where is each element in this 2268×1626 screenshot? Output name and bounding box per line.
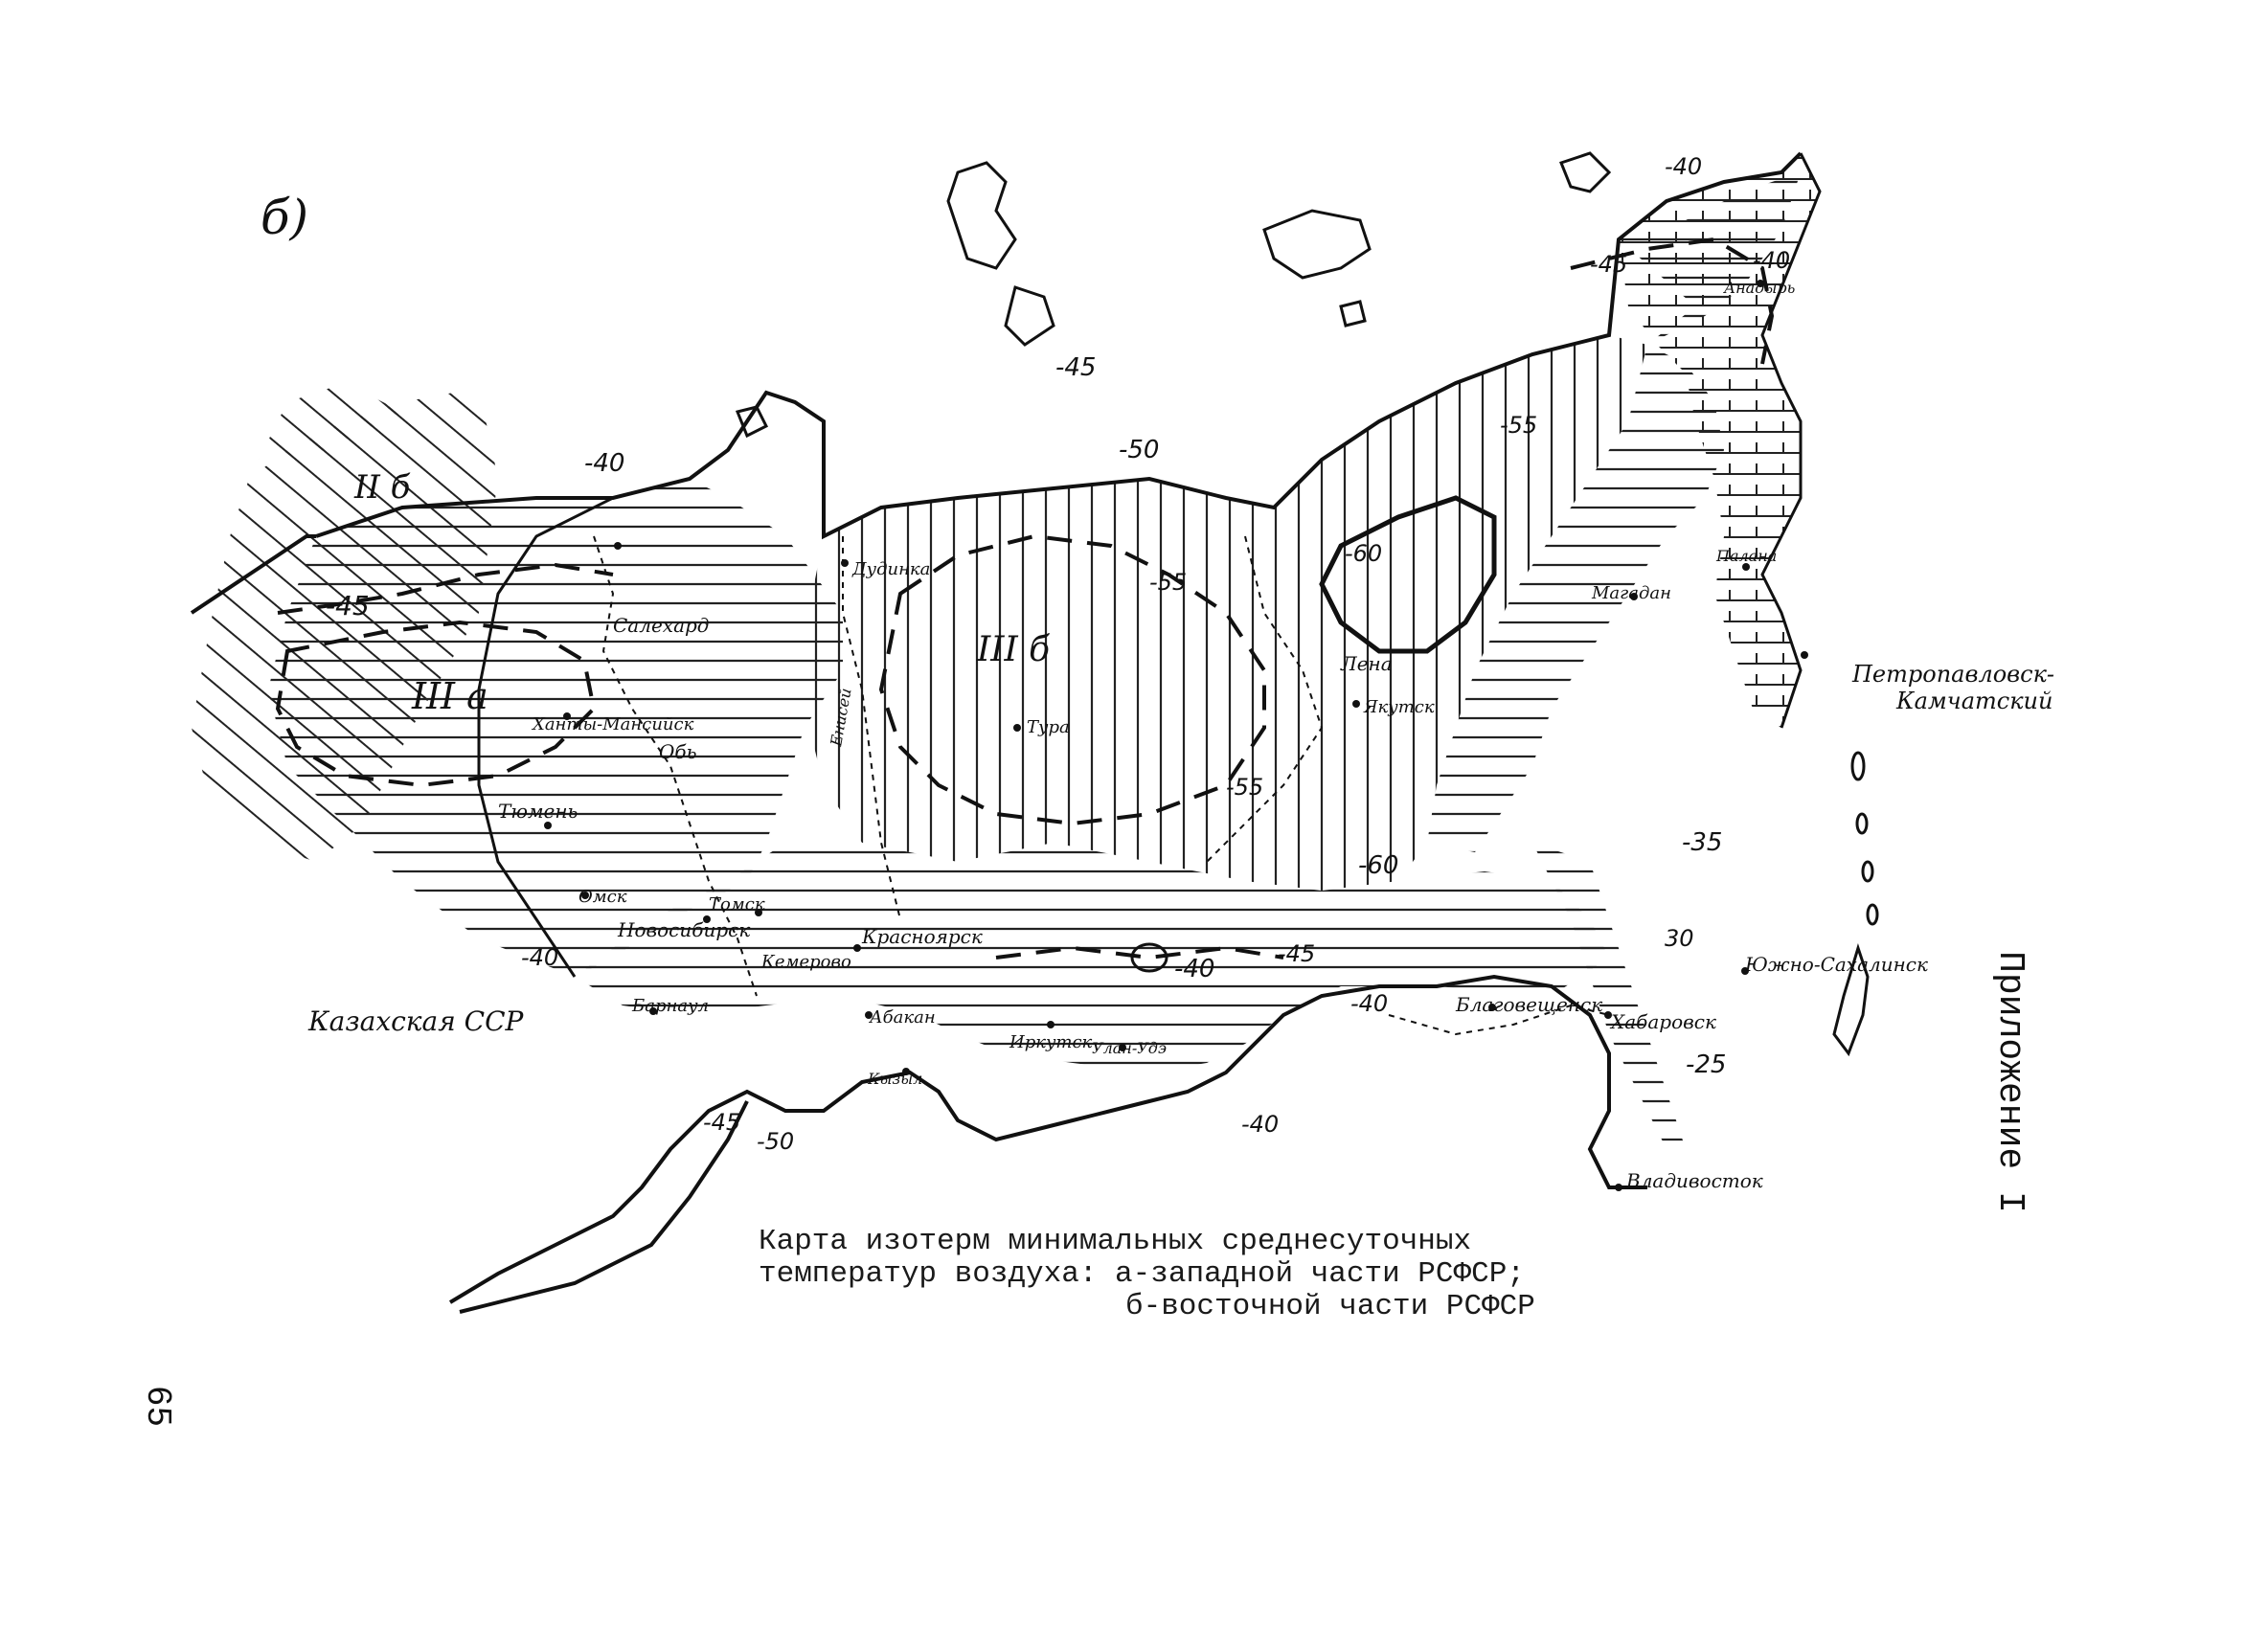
river-yenisei	[842, 536, 901, 920]
label-khanty: Ханты-Мансийск	[531, 714, 694, 734]
iso-40-sw: -40	[521, 944, 558, 971]
isotherm-iiia-loop	[275, 620, 597, 788]
river-lena	[1206, 535, 1324, 863]
iso-25: -25	[1686, 1050, 1726, 1079]
label-khabarovsk: Хабаровск	[1609, 1010, 1716, 1033]
iso-45-s: -45	[1278, 940, 1315, 967]
iso-60-s: -60	[1358, 851, 1398, 880]
zone-primorye	[1532, 843, 1686, 1149]
island-wrangel	[1559, 151, 1612, 193]
label-magadan: Магадан	[1591, 583, 1671, 603]
iso-40-south: -40	[1241, 1111, 1279, 1138]
label-kemerovo: Кемерово	[760, 952, 851, 972]
zone-label-iiia: III а	[411, 675, 488, 717]
label-yakutsk: Якутск	[1363, 697, 1435, 717]
label-barnaul: Барнаул	[631, 996, 709, 1016]
iso-55-s: -55	[1226, 774, 1263, 801]
label-tura: Тура	[1027, 717, 1070, 737]
label-blagoveshchensk: Благовещенск	[1455, 993, 1602, 1016]
caption-line-3: б-восточной части РСФСР	[1125, 1290, 1535, 1323]
island-kuril-1	[1850, 751, 1866, 781]
iso-45-w: -45	[326, 590, 370, 621]
island-small-1	[1339, 300, 1367, 327]
part-label: б)	[261, 190, 309, 245]
coastline-north	[315, 151, 1803, 540]
label-omsk: Омск	[578, 887, 627, 907]
label-palana: Палана	[1715, 547, 1777, 565]
iso-50-altai: -50	[757, 1128, 794, 1155]
label-river-ob: Обь	[659, 740, 697, 763]
isotherm-south-dash	[995, 945, 1284, 960]
river-amur	[1388, 1004, 1610, 1036]
iso-45-n: -45	[1055, 353, 1096, 382]
label-novosibirsk: Новосибирск	[617, 918, 750, 941]
label-vladivostok: Владивосток	[1625, 1169, 1763, 1192]
island-sakhalin	[1832, 943, 1870, 1057]
border-west	[190, 534, 316, 615]
label-river-lena: Лена	[1340, 652, 1393, 675]
zone-south-horizontal	[575, 843, 1609, 1073]
isotherm-60-loop	[1319, 495, 1497, 654]
zone-iiib	[805, 335, 1647, 891]
label-dudinka: Дудинка	[851, 559, 930, 579]
label-salekhard: Салехард	[613, 614, 709, 637]
iso-55-c: -55	[1149, 569, 1187, 596]
label-yuzhno: Южно-Сахалинск	[1744, 953, 1928, 976]
iso-35: -35	[1682, 828, 1722, 857]
page-number: 65	[138, 1385, 178, 1428]
caption-line-1: Карта изотерм минимальных среднесуточных	[759, 1225, 1472, 1258]
iso-40-chukotka: -40	[1665, 153, 1702, 180]
border-kazakh	[459, 1100, 749, 1314]
label-anadyr: Анадырь	[1723, 279, 1795, 297]
isotherm-45-west	[277, 562, 614, 615]
label-tyumen: Тюмень	[498, 800, 578, 823]
isotherm-ne-dash	[1570, 237, 1775, 365]
island-novosibirsk	[1262, 209, 1372, 280]
iso-50-n: -50	[1119, 436, 1159, 464]
map-caption: Карта изотерм минимальных среднесуточных…	[759, 1226, 1621, 1323]
island-kuril-4	[1866, 903, 1879, 926]
label-petropavlovsk-2: Камчатский	[1895, 688, 2053, 714]
label-kazakh: Казахская ССР	[307, 1005, 525, 1037]
iso-40-amur: -40	[1350, 990, 1388, 1017]
island-taimyr	[1004, 285, 1055, 347]
lake-baikal	[1130, 942, 1168, 973]
zone-east-horizontal	[1427, 172, 1801, 852]
island-kuril-2	[1855, 812, 1869, 835]
label-tomsk: Томск	[709, 894, 765, 915]
zone-label-iib: II б	[353, 468, 411, 507]
border-south	[448, 974, 1647, 1304]
zone-kamchatka	[1619, 153, 1820, 728]
zone-iiia	[268, 479, 843, 977]
iso-45-altai: -45	[703, 1109, 740, 1136]
zone-label-iiib: III б	[976, 630, 1051, 669]
island-kuril-3	[1861, 860, 1874, 883]
label-abakan: Абакан	[868, 1007, 936, 1028]
iso-30: 30	[1665, 925, 1694, 952]
label-petropavlovsk-1: Петропавловск-	[1851, 661, 2054, 688]
appendix-label: Приложение I	[1989, 951, 2030, 1213]
city-markers	[544, 280, 1808, 1191]
label-ulan-ude: Улан-Удэ	[1092, 1039, 1167, 1057]
island-small-2	[735, 405, 769, 439]
border-ii-iii	[477, 496, 614, 978]
iso-40-baikal: -40	[1174, 955, 1214, 983]
label-irkutsk: Иркутск	[1009, 1032, 1093, 1052]
iso-60-n: -60	[1345, 540, 1382, 567]
iso-40-nw: -40	[584, 449, 624, 478]
coastline-east	[1760, 152, 1822, 729]
label-krasnoyarsk: Красноярск	[861, 925, 983, 948]
iso-40-east: -40	[1753, 247, 1790, 274]
label-kyzyl: Кызыл	[867, 1070, 922, 1088]
iso-45-ne: -45	[1590, 251, 1627, 278]
zone-iib-diagonal-north	[259, 383, 402, 460]
river-ob	[593, 535, 758, 997]
iso-55-ne: -55	[1500, 412, 1537, 439]
caption-line-2: температур воздуха: а-западной части РСФ…	[759, 1257, 1525, 1291]
island-severnaya-zemlya	[946, 161, 1017, 270]
